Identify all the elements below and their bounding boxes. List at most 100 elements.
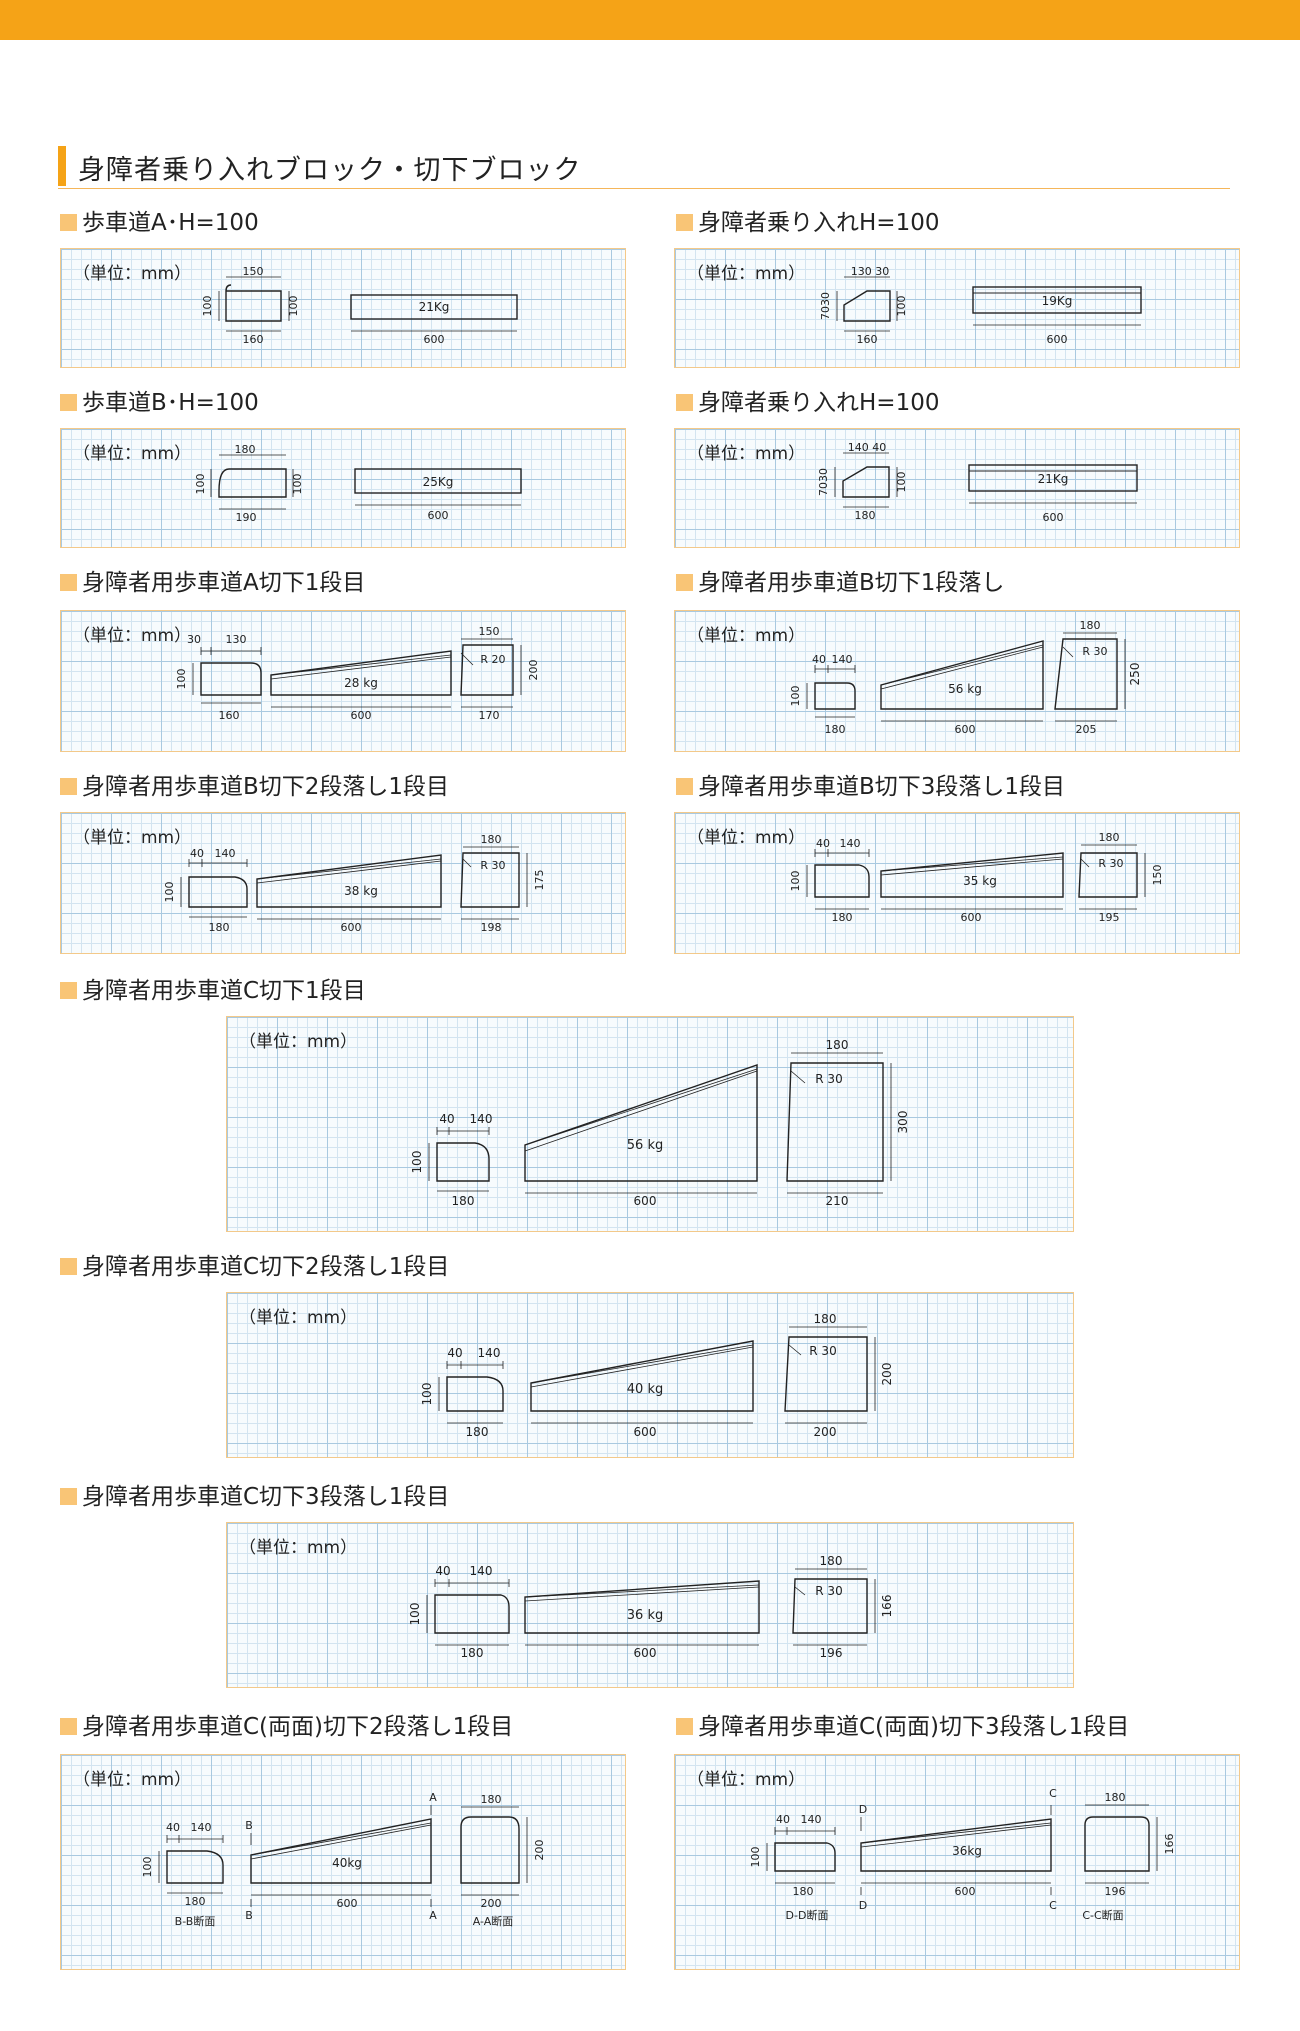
section-title: 身障者乗り入れH=100 <box>676 388 939 418</box>
weight-label: 36kg <box>952 1844 982 1858</box>
dim-label: 150 <box>243 265 264 278</box>
unit-label: （単位：mm） <box>687 626 806 646</box>
dim-label: 180 <box>1080 619 1101 632</box>
weight-label: 25Kg <box>423 475 454 489</box>
section-title: 身障者用歩車道C切下1段目 <box>60 976 366 1006</box>
dim-label: 180 <box>832 911 853 924</box>
radius-label: R 30 <box>815 1072 842 1086</box>
section-marker <box>60 1488 77 1505</box>
dim-label: 180 <box>235 443 256 456</box>
section-marker <box>676 394 693 411</box>
section-title: 身障者用歩車道B切下1段落し <box>676 568 1004 598</box>
section-marker <box>676 778 693 795</box>
dim-label: 600 <box>341 921 362 934</box>
dim-label: 200 <box>814 1425 837 1439</box>
dim-label: 200 <box>533 1840 546 1861</box>
section-marker <box>60 778 77 795</box>
dim-label: 205 <box>1076 723 1097 736</box>
drawing-panel: （単位：mm） 40 140 100 180 36 kg 600 180 R 3… <box>226 1522 1074 1688</box>
unit-label: （単位：mm） <box>73 264 192 284</box>
section-title-text: 身障者乗り入れH=100 <box>698 210 940 236</box>
unit-label: （単位：mm） <box>687 264 806 284</box>
unit-label: （単位：mm） <box>73 626 192 646</box>
dim-label: 40 <box>166 1821 180 1834</box>
section-marker-label: C <box>1049 1899 1057 1912</box>
dim-label: 7030 <box>819 292 832 320</box>
dim-label: 180 <box>793 1885 814 1898</box>
drawing-panel: （単位：mm） 140 40 7030 100 180 21Kg 600 <box>674 428 1240 548</box>
section-marker-label: D <box>859 1899 867 1912</box>
dim-label: 100 <box>201 296 214 317</box>
weight-label: 19Kg <box>1042 294 1073 308</box>
section-title: 身障者用歩車道B切下3段落し1段目 <box>676 772 1065 802</box>
dim-label: 180 <box>209 921 230 934</box>
dim-label: 175 <box>533 870 546 891</box>
dim-label: 196 <box>820 1646 843 1660</box>
section-view-label: B-B断面 <box>175 1914 216 1928</box>
section-marker <box>60 1718 77 1735</box>
dim-label: 40 <box>439 1112 454 1126</box>
dim-label: 40 <box>816 837 830 850</box>
dim-label: 140 <box>191 1821 212 1834</box>
drawing-panel: （単位：mm） 180 100 100 190 25Kg 600 <box>60 428 626 548</box>
section-marker-label: B <box>245 1819 253 1832</box>
unit-label: （単位：mm） <box>73 1770 192 1790</box>
weight-label: 40 kg <box>627 1382 663 1397</box>
dim-label: 7030 <box>817 468 830 496</box>
weight-label: 56 kg <box>948 682 982 696</box>
section-marker-label: C <box>1049 1787 1057 1800</box>
dim-label: 100 <box>895 296 908 317</box>
unit-label: （単位：mm） <box>239 1032 358 1052</box>
section-title: 身障者用歩車道C(両面)切下2段落し1段目 <box>60 1712 513 1742</box>
radius-label: R 30 <box>1098 857 1123 870</box>
unit-label: （単位：mm） <box>687 444 806 464</box>
radius-label: R 30 <box>809 1344 836 1358</box>
section-title: 歩車道A･H=100 <box>60 208 259 238</box>
dim-label: 100 <box>408 1603 422 1626</box>
dim-label: 100 <box>420 1383 434 1406</box>
unit-label: （単位：mm） <box>687 1770 806 1790</box>
dim-label: 180 <box>826 1038 849 1052</box>
dim-label: 600 <box>634 1425 657 1439</box>
dim-label: 170 <box>479 709 500 722</box>
section-title-text: 身障者用歩車道C(両面)切下3段落し1段目 <box>698 1714 1130 1740</box>
dim-label: 600 <box>955 723 976 736</box>
section-title-text: 身障者用歩車道B切下3段落し1段目 <box>698 774 1066 800</box>
weight-label: 21Kg <box>1038 472 1069 486</box>
section-title-text: 身障者用歩車道C切下1段目 <box>82 978 366 1004</box>
section-title-text: 身障者乗り入れH=100 <box>698 390 940 416</box>
dim-label: 180 <box>820 1554 843 1568</box>
section-marker-label: A <box>429 1909 437 1922</box>
dim-label: 180 <box>814 1312 837 1326</box>
dim-label: 180 <box>452 1194 475 1208</box>
weight-label: 35 kg <box>963 874 997 888</box>
weight-label: 36 kg <box>627 1608 663 1623</box>
dim-label: 100 <box>141 1857 154 1878</box>
unit-label: （単位：mm） <box>239 1308 358 1328</box>
dim-label: 600 <box>337 1897 358 1910</box>
section-title: 身障者用歩車道C切下2段落し1段目 <box>60 1252 449 1282</box>
section-title-text: 身障者用歩車道B切下1段落し <box>698 570 1005 596</box>
section-title: 歩車道B･H=100 <box>60 388 259 418</box>
unit-label: （単位：mm） <box>239 1538 358 1558</box>
drawing-panel: （単位：mm） 150 100 100 160 21Kg 600 <box>60 248 626 368</box>
radius-label: R 30 <box>815 1584 842 1598</box>
dim-label: 180 <box>1099 831 1120 844</box>
dim-label: 600 <box>634 1194 657 1208</box>
dim-label: 600 <box>1043 511 1064 524</box>
top-accent-bar <box>0 0 1300 40</box>
dim-label: 180 <box>1105 1791 1126 1804</box>
section-title-text: 身障者用歩車道C(両面)切下2段落し1段目 <box>82 1714 514 1740</box>
drawing-panel: （単位：mm） 40 140 100 180 56 kg 600 180 R 3… <box>226 1016 1074 1232</box>
dim-label: 100 <box>410 1151 424 1174</box>
section-marker-label: B <box>245 1909 253 1922</box>
section-marker-label: A <box>429 1791 437 1804</box>
section-view-label: D-D断面 <box>786 1908 829 1922</box>
dim-label: 166 <box>880 1595 894 1618</box>
section-title-text: 身障者用歩車道C切下3段落し1段目 <box>82 1484 450 1510</box>
section-title-text: 身障者用歩車道C切下2段落し1段目 <box>82 1254 450 1280</box>
section-marker <box>60 982 77 999</box>
section-view-label: C-C断面 <box>1082 1908 1123 1922</box>
dim-label: 30 <box>187 633 201 646</box>
dim-label: 200 <box>527 660 540 681</box>
